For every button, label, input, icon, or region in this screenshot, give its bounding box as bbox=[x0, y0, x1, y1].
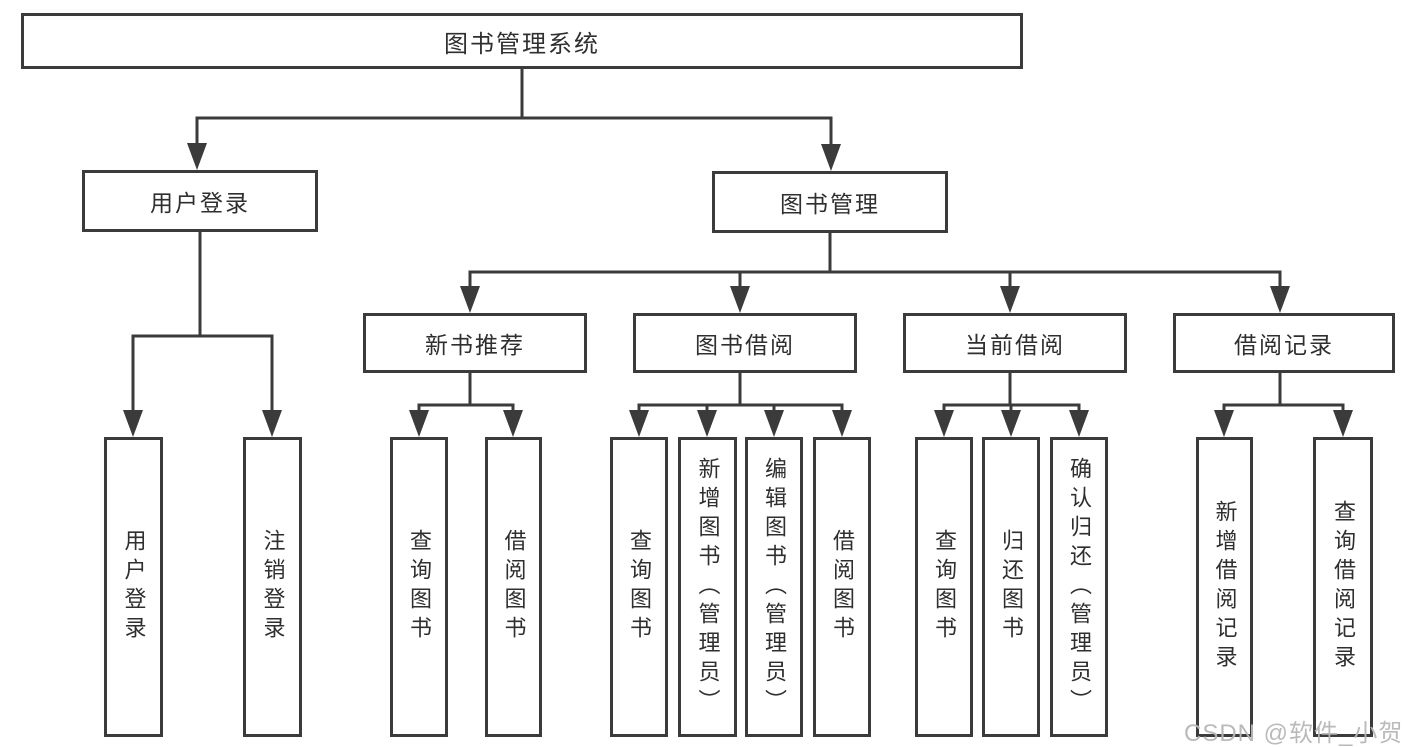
arrow-down-icon bbox=[187, 143, 207, 170]
node-current-borrowing: 当前借阅 bbox=[903, 313, 1127, 373]
node-new-book-recommendation: 新书推荐 bbox=[363, 313, 587, 373]
leaf-newbook-query-books: 查询图书 bbox=[390, 437, 448, 737]
leaf-current-confirm-return-admin: 确认归还（管理员） bbox=[1050, 437, 1108, 737]
leaf-borrow-edit-books-admin: 编辑图书（管理员） bbox=[745, 437, 803, 737]
leaf-label: 注销登录 bbox=[260, 529, 286, 645]
arrow-down-icon bbox=[697, 410, 717, 437]
arrow-down-icon bbox=[409, 410, 429, 437]
arrow-down-icon bbox=[1069, 410, 1089, 437]
arrow-down-icon bbox=[730, 286, 750, 313]
leaf-records-query-borrow-record: 查询借阅记录 bbox=[1313, 437, 1373, 737]
leaf-label: 查询图书 bbox=[932, 529, 957, 645]
arrow-down-icon bbox=[1333, 410, 1353, 437]
leaf-user-login: 用户登录 bbox=[104, 437, 163, 737]
node-book-borrowing: 图书借阅 bbox=[633, 313, 857, 373]
node-label: 借阅记录 bbox=[1234, 332, 1334, 358]
node-user-login: 用户登录 bbox=[82, 170, 318, 232]
arrow-down-icon bbox=[1214, 410, 1234, 437]
node-borrowing-records: 借阅记录 bbox=[1173, 313, 1395, 373]
leaf-records-add-borrow-record: 新增借阅记录 bbox=[1196, 437, 1253, 737]
arrow-down-icon bbox=[764, 410, 784, 437]
arrow-down-icon bbox=[1270, 286, 1290, 313]
node-book-management: 图书管理 bbox=[712, 171, 948, 233]
leaf-label: 新增借阅记录 bbox=[1212, 500, 1238, 674]
leaf-label: 确认归还（管理员） bbox=[1067, 456, 1092, 718]
node-label: 新书推荐 bbox=[425, 332, 525, 358]
arrow-down-icon bbox=[262, 410, 282, 437]
arrow-down-icon bbox=[821, 144, 841, 171]
leaf-borrow-borrow-books: 借阅图书 bbox=[813, 437, 871, 737]
node-label: 图书借阅 bbox=[695, 332, 795, 358]
arrow-down-icon bbox=[123, 410, 143, 437]
arrow-down-icon bbox=[1000, 286, 1020, 313]
leaf-label: 借阅图书 bbox=[830, 529, 855, 645]
leaf-logout: 注销登录 bbox=[243, 437, 302, 737]
arrow-down-icon bbox=[832, 410, 852, 437]
arrow-down-icon bbox=[629, 410, 649, 437]
leaf-borrow-add-books-admin: 新增图书（管理员） bbox=[678, 437, 737, 737]
leaf-current-query-books: 查询图书 bbox=[915, 437, 973, 737]
leaf-current-return-books: 归还图书 bbox=[982, 437, 1040, 737]
csdn-watermark: CSDN @软件_小贺同学 bbox=[1184, 720, 1405, 747]
arrow-down-icon bbox=[460, 286, 480, 313]
leaf-label: 查询借阅记录 bbox=[1331, 500, 1356, 674]
leaf-label: 查询图书 bbox=[627, 529, 652, 645]
leaf-label: 新增图书（管理员） bbox=[695, 456, 721, 718]
arrow-down-icon bbox=[934, 410, 954, 437]
node-label: 图书管理系统 bbox=[444, 30, 600, 58]
leaf-borrow-query-books: 查询图书 bbox=[610, 437, 668, 737]
leaf-label: 归还图书 bbox=[999, 529, 1024, 645]
node-label: 图书管理 bbox=[780, 191, 880, 217]
arrow-down-icon bbox=[503, 410, 523, 437]
node-library-management-system: 图书管理系统 bbox=[21, 13, 1023, 69]
node-label: 用户登录 bbox=[150, 190, 250, 216]
leaf-label: 编辑图书（管理员） bbox=[762, 456, 787, 718]
arrow-down-icon bbox=[1001, 410, 1021, 437]
leaf-newbook-borrow-books: 借阅图书 bbox=[485, 437, 542, 737]
node-label: 当前借阅 bbox=[965, 332, 1065, 358]
leaf-label: 借阅图书 bbox=[501, 529, 527, 645]
leaf-label: 查询图书 bbox=[407, 529, 432, 645]
leaf-label: 用户登录 bbox=[121, 529, 147, 645]
